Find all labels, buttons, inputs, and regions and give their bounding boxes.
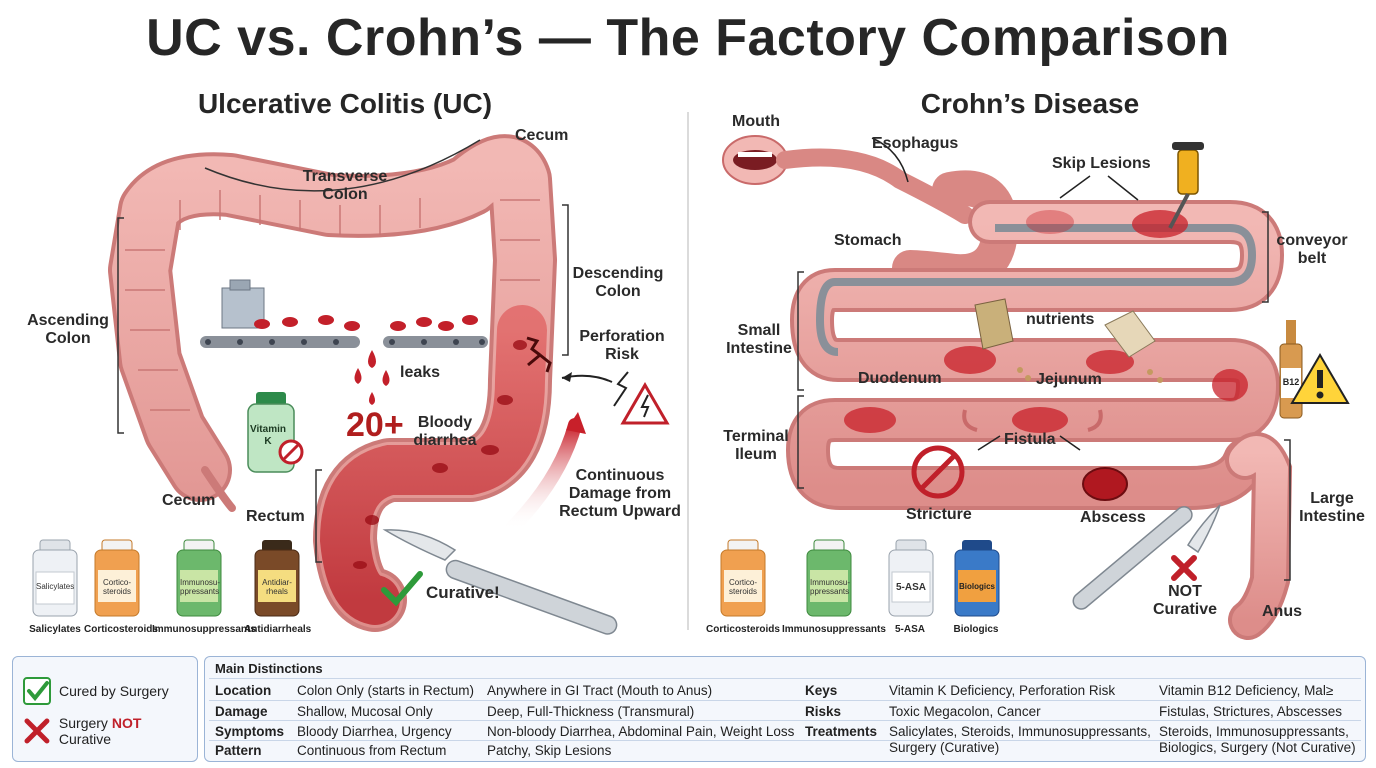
vitamin-k-bottle: [247, 392, 304, 473]
crohns-label-stomach: Stomach: [834, 232, 902, 249]
crohns-label-b12: B12: [1282, 377, 1300, 387]
crohns-label-not-curative: NOT Curative: [1152, 583, 1218, 618]
uc-label-cecum-bottom: Cecum: [162, 492, 216, 509]
table-key-keys: Keys: [805, 683, 838, 698]
uc-label-vitamin: Vitamin K: [250, 424, 286, 447]
crohns-med-bottle-text-2: Immunosu- ppressants: [810, 578, 851, 596]
crohns-med-label-3: 5-ASA: [894, 624, 925, 635]
distinctions-table: Main Distinctions Location Colon Only (s…: [204, 656, 1366, 762]
uc-med-bottles: [32, 539, 300, 617]
crohns-med-bottle-text-3: 5-ASA: [895, 582, 926, 593]
crohns-label-terminal-ileum: Terminal Ileum: [723, 428, 789, 463]
crohns-med-bottle-text-4: Biologics: [958, 582, 995, 591]
legend-box: Cured by Surgery Surgery NOT Curative: [12, 656, 198, 762]
table-uc-risks: Toxic Megacolon, Cancer: [889, 704, 1041, 719]
crohns-label-stricture: Stricture: [906, 506, 972, 523]
nutrient-packets: [974, 298, 1163, 383]
crohns-label-skip: Skip Lesions: [1052, 155, 1151, 172]
crohns-heading: Crohn’s Disease: [920, 88, 1140, 119]
table-uc-location: Colon Only (starts in Rectum): [297, 683, 475, 698]
uc-label-count: 20+: [346, 406, 404, 444]
perforation-warning: [561, 371, 670, 425]
crohns-label-large-intestine: Large Intestine: [1299, 490, 1365, 525]
uc-med-bottle-text-4: Antidiar- rheals: [262, 578, 292, 596]
legend-cured: Cured by Surgery: [23, 677, 169, 705]
table-key-damage: Damage: [215, 704, 268, 719]
uc-label-curative: Curative!: [426, 583, 500, 602]
table-cd-damage: Deep, Full-Thickness (Transmural): [487, 704, 695, 719]
table-uc-keys: Vitamin K Deficiency, Perforation Risk: [889, 683, 1116, 698]
table-cd-location: Anywhere in GI Tract (Mouth to Anus): [487, 683, 713, 698]
crohns-label-mouth: Mouth: [732, 113, 780, 130]
crohns-label-esophagus: Esophagus: [872, 135, 959, 152]
legend-not-curative-text: Surgery NOT Curative: [59, 715, 197, 747]
uc-label-leaks: leaks: [400, 364, 441, 381]
crohns-med-label-2: Immunosuppressants: [782, 624, 886, 635]
legend-not-suffix: Curative: [58, 731, 112, 747]
crohns-scalpel: [1072, 504, 1221, 610]
table-cd-symptoms: Non-bloody Diarrhea, Abdominal Pain, Wei…: [487, 724, 795, 739]
uc-med-bottle-text-1: Salicylates: [36, 582, 75, 591]
crohns-med-label-4: Biologics: [953, 624, 999, 635]
table-uc-damage: Shallow, Mucosal Only: [297, 704, 433, 719]
legend-not-prefix: Surgery: [58, 715, 112, 731]
crohns-label-abscess: Abscess: [1080, 509, 1146, 526]
table-key-risks: Risks: [805, 704, 842, 719]
crohns-label-fistula: Fistula: [1004, 431, 1056, 448]
crohns-label-anus: Anus: [1262, 603, 1302, 620]
table-key-pattern: Pattern: [215, 743, 262, 758]
crohns-med-label-1: Corticosteroids: [706, 624, 780, 635]
legend-cured-text: Cured by Surgery: [59, 683, 169, 699]
page-title: UC vs. Crohn’s — The Factory Comparison: [146, 9, 1230, 67]
crohns-med-bottle-text-1: Cortico- steroids: [728, 578, 757, 596]
uc-label-bloody: Bloody diarrhea: [413, 414, 477, 449]
table-uc-treatments: Salicylates, Steroids, Immunosuppressant…: [889, 724, 1151, 755]
uc-med-bottle-text-3: Immunosu- ppressants: [180, 578, 221, 596]
uc-med-label-2: Corticosteroids: [84, 624, 158, 635]
table-key-location: Location: [215, 683, 272, 698]
checkmark-icon: [23, 677, 51, 705]
uc-med-label-4: Antidiarrheals: [244, 624, 312, 635]
crohns-label-nutrients: nutrients: [1026, 311, 1095, 328]
uc-brackets: [117, 139, 569, 563]
uc-colon: [108, 134, 557, 632]
b12-vial: [1279, 320, 1350, 419]
crohns-brackets: [797, 211, 1291, 581]
crohns-label-small-intestine: Small Intestine: [726, 322, 792, 357]
table-uc-symptoms: Bloody Diarrhea, Urgency: [297, 724, 452, 739]
crohns-gi-tract: [722, 135, 1293, 640]
crohns-label-jejunum: Jejunum: [1036, 371, 1102, 388]
table-cd-treatments: Steroids, Immunosuppressants, Biologics,…: [1159, 724, 1356, 755]
uc-label-rectum: Rectum: [246, 508, 305, 525]
uc-scalpel: [381, 529, 618, 635]
crohns-arrows: [871, 137, 1139, 451]
uc-med-label-1: Salicylates: [29, 624, 81, 635]
uc-label-cecum-top: Cecum: [515, 127, 569, 144]
crohns-label-duodenum: Duodenum: [858, 370, 942, 387]
uc-label-transverse: Transverse Colon: [302, 168, 388, 203]
table-uc-pattern: Continuous from Rectum: [297, 743, 447, 758]
uc-med-bottle-text-2: Cortico- steroids: [102, 578, 131, 596]
table-title: Main Distinctions: [215, 661, 323, 676]
uc-label-perforation: Perforation Risk: [579, 328, 665, 363]
table-key-symptoms: Symptoms: [215, 724, 285, 739]
legend-not-word: NOT: [111, 715, 142, 731]
jackhammer-icon: [1168, 142, 1204, 229]
uc-label-ascending: Ascending Colon: [27, 312, 109, 347]
illustration-canvas: [32, 112, 1350, 640]
crohns-label-conveyor: conveyor belt: [1276, 232, 1348, 267]
table-key-treatments: Treatments: [805, 724, 878, 739]
table-cd-keys: Vitamin B12 Deficiency, Mal≥: [1159, 683, 1334, 698]
uc-label-descending: Descending Colon: [572, 265, 664, 300]
table-cd-risks: Fistulas, Strictures, Abscesses: [1159, 704, 1343, 719]
crohns-med-bottles: [720, 539, 1000, 617]
uc-conveyor: [200, 279, 488, 405]
uc-label-continuous: Continuous Damage from Rectum Upward: [559, 467, 681, 520]
legend-not-curative: Surgery NOT Curative: [23, 715, 197, 747]
uc-heading: Ulcerative Colitis (UC): [197, 88, 493, 119]
x-mark-icon: [24, 718, 50, 744]
table-cd-pattern: Patchy, Skip Lesions: [487, 743, 612, 758]
uc-med-label-3: Immunosuppressants: [152, 624, 256, 635]
continuous-damage-arrow: [503, 418, 582, 537]
